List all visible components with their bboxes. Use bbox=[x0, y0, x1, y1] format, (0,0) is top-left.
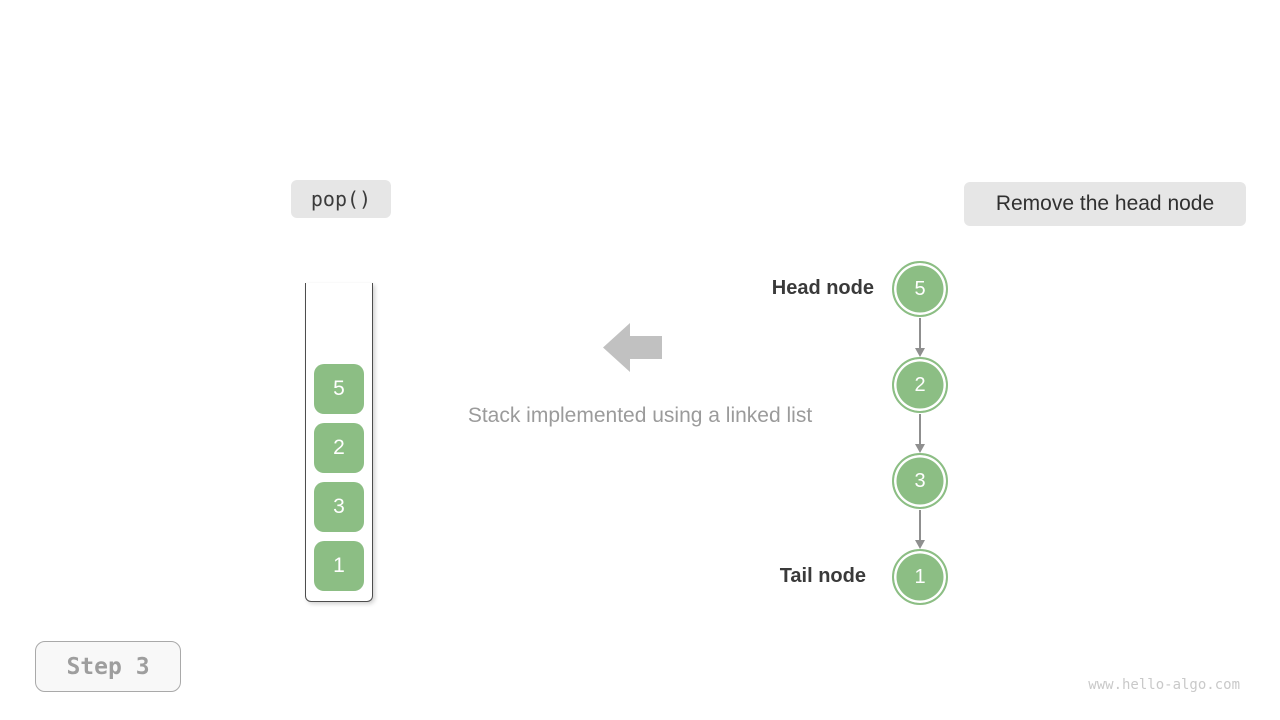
step-label: Step 3 bbox=[66, 653, 150, 680]
operation-label: pop() bbox=[310, 187, 372, 211]
action-badge: Remove the head node bbox=[964, 182, 1246, 226]
stack-item: 5 bbox=[314, 364, 364, 414]
step-badge: Step 3 bbox=[35, 641, 181, 692]
action-label: Remove the head node bbox=[995, 192, 1215, 215]
linked-list-node: 2 bbox=[892, 357, 948, 413]
caption-text: Stack implemented using a linked list bbox=[467, 404, 813, 427]
tail-node-label: Tail node bbox=[779, 565, 866, 587]
linked-list-node: 3 bbox=[892, 453, 948, 509]
operation-badge: pop() bbox=[291, 180, 391, 218]
linked-list-node: 5 bbox=[892, 261, 948, 317]
stack-container: 5 2 3 1 bbox=[305, 283, 373, 602]
connector-line bbox=[919, 510, 921, 540]
watermark-text: www.hello-algo.com bbox=[1088, 677, 1240, 693]
stack-item: 1 bbox=[314, 541, 364, 591]
stack-item: 2 bbox=[314, 423, 364, 473]
arrow-down-icon bbox=[914, 348, 925, 357]
linked-list-node: 1 bbox=[892, 549, 948, 605]
stack-item: 3 bbox=[314, 482, 364, 532]
connector-line bbox=[919, 318, 921, 348]
arrow-down-icon bbox=[914, 444, 925, 453]
left-block-arrow-icon bbox=[603, 323, 662, 372]
connector-line bbox=[919, 414, 921, 444]
arrow-down-icon bbox=[914, 540, 925, 549]
head-node-label: Head node bbox=[771, 277, 874, 299]
